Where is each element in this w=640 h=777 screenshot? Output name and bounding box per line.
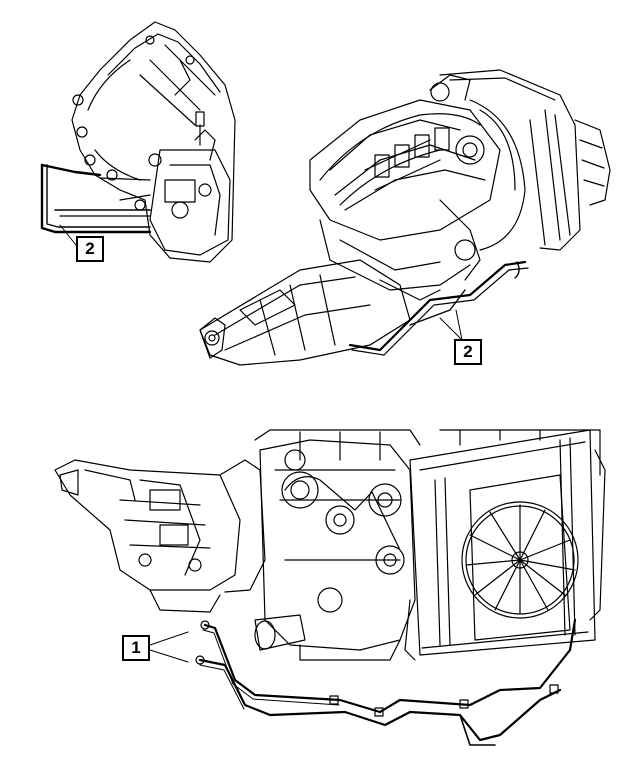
transmission-closeup-view xyxy=(40,21,236,263)
engine-assembly-top-view xyxy=(199,69,611,366)
callout-2-top-right: 2 xyxy=(454,339,482,365)
callout-2-top-left: 2 xyxy=(76,236,104,262)
callout-1-bottom: 1 xyxy=(122,635,150,661)
engine-assembly-front-view xyxy=(54,429,606,746)
